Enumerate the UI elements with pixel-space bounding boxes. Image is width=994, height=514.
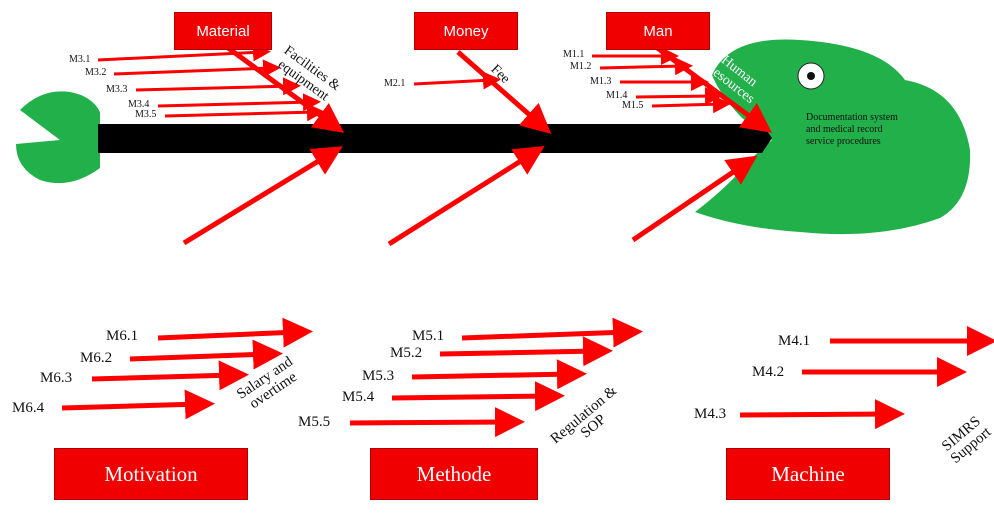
cause-label-M3.2: M3.2	[85, 67, 107, 78]
arrow-M5.1	[461, 317, 643, 348]
arrow-M5.5	[349, 407, 525, 438]
arrow-M1.5	[651, 95, 731, 114]
arrow-M5.2	[439, 336, 613, 367]
fish-head	[695, 39, 971, 235]
arrow-M6.1	[157, 317, 313, 348]
cause-label-M6.4: M6.4	[12, 400, 45, 416]
cause-label-M4.2: M4.2	[752, 364, 785, 380]
spine	[98, 124, 772, 153]
cause-label-M4.1: M4.1	[778, 333, 811, 349]
cause-label-M3.4: M3.4	[128, 99, 150, 110]
cause-label-M3.1: M3.1	[69, 54, 91, 65]
arrow-M3.1	[97, 43, 271, 62]
category-box-machine: Machine	[726, 448, 890, 500]
bone-lower-3	[631, 155, 758, 243]
cause-label-M5.3: M5.3	[362, 368, 395, 384]
cause-label-M1.4: M1.4	[606, 90, 628, 101]
cause-label-M5.5: M5.5	[298, 414, 331, 430]
category-box-man: Man	[606, 12, 710, 50]
category-box-methode: Methode	[370, 448, 538, 500]
category-box-material: Material	[174, 12, 272, 50]
cause-label-M2.1: M2.1	[384, 78, 406, 89]
cause-label-M1.3: M1.3	[590, 76, 612, 87]
fish-pupil	[807, 72, 815, 80]
cause-label-M6.3: M6.3	[40, 370, 73, 386]
arrow-M4.3	[739, 399, 905, 430]
arrow-M6.3	[91, 360, 249, 391]
arrow-M1.2	[599, 57, 693, 76]
arrow-M6.2	[129, 339, 283, 370]
arrow-M5.4	[391, 381, 565, 412]
arrow-M3.3	[135, 77, 301, 96]
cause-label-M5.4: M5.4	[342, 389, 375, 405]
arrow-M3.2	[113, 59, 281, 78]
arrow-M1.4	[635, 87, 723, 106]
arrow-M3.5	[164, 103, 325, 122]
cause-label-M5.1: M5.1	[412, 328, 445, 344]
cause-label-M3.5: M3.5	[135, 109, 157, 120]
category-box-money: Money	[414, 12, 518, 50]
effect-text: Documentation system and medical record …	[806, 112, 898, 147]
category-box-motivation: Motivation	[54, 448, 248, 500]
cause-label-M6.1: M6.1	[106, 328, 139, 344]
cause-label-M3.3: M3.3	[106, 84, 128, 95]
arrow-M6.4	[61, 389, 215, 420]
arrow-M5.3	[411, 359, 587, 390]
cause-label-M1.5: M1.5	[622, 100, 644, 111]
fish-tail	[16, 91, 100, 184]
arrow-M3.4	[157, 93, 321, 112]
arrow-M2.1	[413, 71, 501, 90]
cause-label-M4.3: M4.3	[694, 406, 727, 422]
cause-label-M1.1: M1.1	[563, 49, 585, 60]
cause-label-M1.2: M1.2	[570, 61, 592, 72]
cause-label-M5.2: M5.2	[390, 345, 423, 361]
bone-lower-2	[387, 146, 545, 247]
cause-label-M6.2: M6.2	[80, 350, 113, 366]
bone-lower-1	[182, 146, 343, 246]
